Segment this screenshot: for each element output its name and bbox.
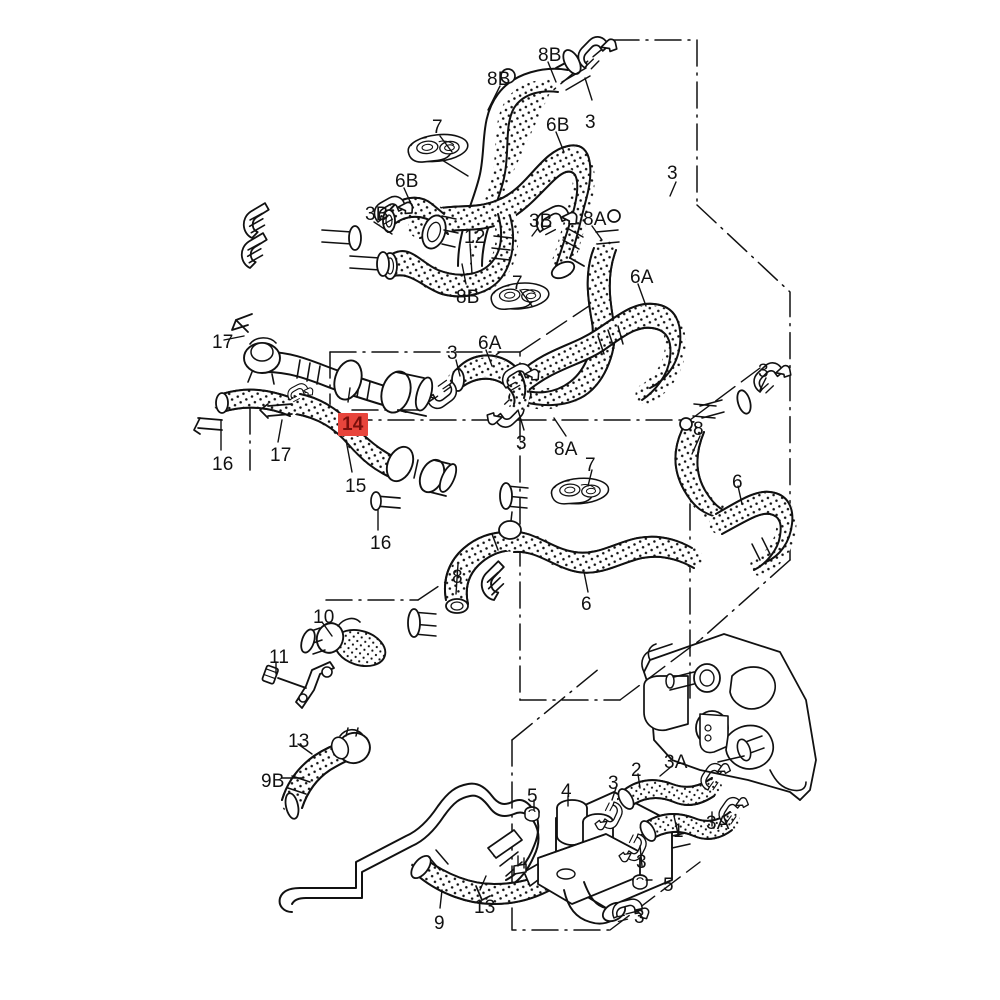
callout-label: 13 <box>288 731 310 752</box>
callout-label: 8B <box>487 69 511 90</box>
callout-label: 6 <box>581 594 592 615</box>
callout-label: 3 <box>634 907 645 928</box>
callout-label: 7 <box>432 117 443 138</box>
callout-label: 8A <box>583 209 607 230</box>
callout-label: 3 <box>636 852 647 873</box>
callout-label: 16 <box>370 533 392 554</box>
callout-label: 2 <box>631 760 642 781</box>
callout-label: 1 <box>673 821 684 842</box>
callout-label: 6A <box>478 333 502 354</box>
callout-label: 6B <box>546 115 570 136</box>
callout-label: 12 <box>464 227 486 248</box>
callout-label: 8A <box>554 439 578 460</box>
callout-label: 5 <box>663 875 674 896</box>
callout-label: 3 <box>758 361 769 382</box>
callout-label: 17 <box>212 332 234 353</box>
callout-label: 4 <box>561 781 572 802</box>
callout-label: 17 <box>270 445 292 466</box>
callout-label: 9B <box>261 771 285 792</box>
callout-label: 11 <box>269 647 290 668</box>
callout-label: 3 <box>608 773 619 794</box>
callout-label: 8 <box>693 419 704 440</box>
callout-label: 5 <box>527 786 538 807</box>
callout-label: 3B <box>529 211 553 232</box>
callout-label: 7 <box>512 273 523 294</box>
callout-label: 3A <box>706 813 730 834</box>
callout-label: 8B <box>538 45 562 66</box>
callout-label: 3 <box>585 112 596 133</box>
callout-label: 6A <box>630 267 654 288</box>
callout-label: 15 <box>345 476 367 497</box>
callout-label: 3 <box>667 163 678 184</box>
callout-label: 13 <box>474 897 496 918</box>
callout-label: 6 <box>732 472 743 493</box>
callout-label: 3A <box>664 752 688 773</box>
callout-label: 9 <box>434 913 445 934</box>
callout-label: 3B <box>365 204 389 225</box>
callout-label: 8B <box>456 287 480 308</box>
callout-label-highlighted: 14 <box>338 413 368 436</box>
callout-label: 8 <box>452 567 463 588</box>
callout-label: 16 <box>212 454 234 475</box>
callout-label: 6B <box>395 171 419 192</box>
callout-label: 7 <box>585 455 596 476</box>
callout-label: 10 <box>313 607 335 628</box>
callout-label: 3 <box>516 433 527 454</box>
callout-label: 3 <box>447 343 458 364</box>
